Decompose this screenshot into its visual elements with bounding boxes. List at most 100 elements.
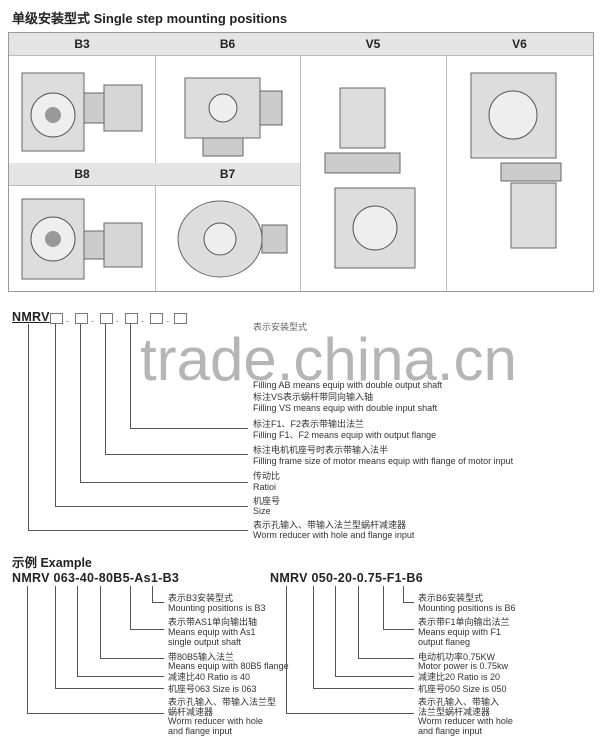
desc-worm-cn: 表示孔输入、带输入法兰型蜗杆减速器	[253, 520, 407, 530]
leader-line	[286, 713, 414, 714]
field-box-size	[50, 313, 63, 324]
example-desc-line: 表示孔输入、带输入法兰型	[168, 697, 277, 707]
leader-line	[55, 688, 164, 689]
desc-ratio: Ratioi	[253, 482, 277, 492]
example-desc-line: 减速比40 Ratio is 40	[168, 672, 251, 682]
example-desc-line: Means equip with As1	[168, 627, 256, 637]
desc-motor: Filling frame size of motor means equip …	[253, 456, 514, 466]
leader-line	[130, 629, 164, 630]
example-desc-line: Mounting positions is B6	[418, 603, 516, 613]
leader-line	[77, 676, 164, 677]
desc-size-cn: 机座号	[253, 496, 281, 506]
leader-line	[105, 454, 248, 455]
leader-line	[55, 324, 56, 506]
field-box-position	[174, 313, 187, 324]
leader-line	[383, 629, 414, 630]
example-desc-line: and flange input	[418, 726, 483, 736]
dash: -	[141, 316, 144, 326]
leader-line	[80, 324, 81, 482]
example-desc-line: output flaneg	[418, 637, 471, 647]
desc-ab: Filling AB means equip with double outpu…	[253, 380, 443, 390]
field-box-flange	[125, 313, 138, 324]
example-desc-line: Worm reducer with hole	[168, 716, 263, 726]
leader-line	[313, 586, 314, 688]
leader-line	[28, 530, 248, 531]
leader-line	[152, 586, 153, 602]
field-box-shaft	[150, 313, 163, 324]
example-desc-line: 蜗杆减速器	[168, 707, 214, 717]
leader-line	[130, 324, 131, 428]
label-b7: B7	[155, 163, 300, 186]
gearbox-v5-image	[324, 87, 416, 269]
desc-motor-cn: 标注电机机座号时表示带输入法半	[253, 445, 389, 455]
cell-b8: B8	[9, 163, 156, 291]
example-right-code: NMRV 050-20-0.75-F1-B6	[270, 571, 423, 585]
gearbox-b7-image	[177, 200, 288, 278]
desc-mount-cn: 表示安装型式	[253, 322, 308, 332]
cell-b6: B6	[155, 33, 301, 164]
example-desc-line: 带80B5输入法兰	[168, 652, 235, 662]
field-box-ratio	[75, 313, 88, 324]
cell-v5: V5	[300, 33, 447, 291]
example-desc-line: 电动机功率0.75KW	[418, 652, 496, 662]
cell-b3: B3	[9, 33, 156, 164]
leader-line	[403, 602, 414, 603]
example-desc-line: 法兰型蜗杆减速器	[418, 707, 491, 717]
example-desc-line: and flange input	[168, 726, 233, 736]
example-desc-line: Means equip with 80B5 flange	[168, 661, 289, 671]
desc-vs-cn: 标注VS表示蜗杆带同向输入轴	[253, 392, 374, 402]
dash: -	[91, 316, 94, 326]
dash: -	[166, 316, 169, 326]
leader-line	[27, 586, 28, 713]
leader-line	[27, 713, 164, 714]
example-desc-line: 机座号063 Size is 063	[168, 684, 257, 694]
label-b6: B6	[155, 33, 300, 56]
leader-line	[335, 586, 336, 676]
cell-v6: V6	[446, 33, 593, 291]
example-desc-line: Worm reducer with hole	[418, 716, 513, 726]
desc-flange: Filling F1、F2 means equip with output fl…	[253, 430, 437, 440]
leader-line	[383, 586, 384, 629]
watermark: trade.china.cn	[140, 326, 517, 393]
leader-line	[286, 586, 287, 713]
example-desc-line: 表示带AS1单向输出轴	[168, 617, 258, 627]
dash: -	[116, 316, 119, 326]
example-desc-line: 机座号050 Size is 050	[418, 684, 507, 694]
example-desc-line: Mounting positions is B3	[168, 603, 266, 613]
desc-size: Size	[253, 506, 271, 516]
example-title: 示例 Example	[12, 556, 92, 570]
example-left-code: NMRV 063-40-80B5-As1-B3	[12, 571, 180, 585]
example-desc-line: Means equip with F1	[418, 627, 502, 637]
example-desc-line: 表示孔输入、带输入	[418, 697, 500, 707]
desc-vs: Filling VS means equip with double input…	[253, 403, 438, 413]
leader-line	[55, 506, 248, 507]
field-box-motor	[100, 313, 113, 324]
section-title: 单级安装型式 Single step mounting positions	[12, 11, 288, 26]
leader-line	[105, 324, 106, 454]
leader-line	[55, 586, 56, 688]
leader-line	[100, 658, 164, 659]
example-desc-line: 表示B6安装型式	[418, 593, 484, 603]
desc-ratio-cn: 传动比	[253, 471, 281, 481]
example-desc-line: 减速比20 Ratio is 20	[418, 672, 501, 682]
gearbox-b6-image	[184, 77, 283, 157]
leader-line	[403, 586, 404, 602]
label-b3: B3	[9, 33, 155, 56]
example-desc-line: 表示B3安装型式	[168, 593, 234, 603]
leader-line	[313, 688, 414, 689]
gearbox-b3-image	[21, 72, 143, 152]
leader-line	[358, 658, 414, 659]
example-desc-line: Motor power is 0.75kw	[418, 661, 509, 671]
leader-line	[130, 428, 248, 429]
label-v6: V6	[446, 33, 593, 56]
desc-worm: Worm reducer with hole and flange input	[253, 530, 415, 540]
desc-flange-cn: 标注F1、F2表示带输出法兰	[253, 419, 365, 429]
leader-line	[130, 586, 131, 629]
example-desc-line: 表示带F1单向输出法兰	[418, 617, 510, 627]
cell-b7: B7	[155, 163, 301, 291]
gearbox-v6-image	[470, 72, 562, 249]
leader-line	[80, 482, 248, 483]
label-b8: B8	[9, 163, 155, 186]
leader-line	[77, 586, 78, 676]
